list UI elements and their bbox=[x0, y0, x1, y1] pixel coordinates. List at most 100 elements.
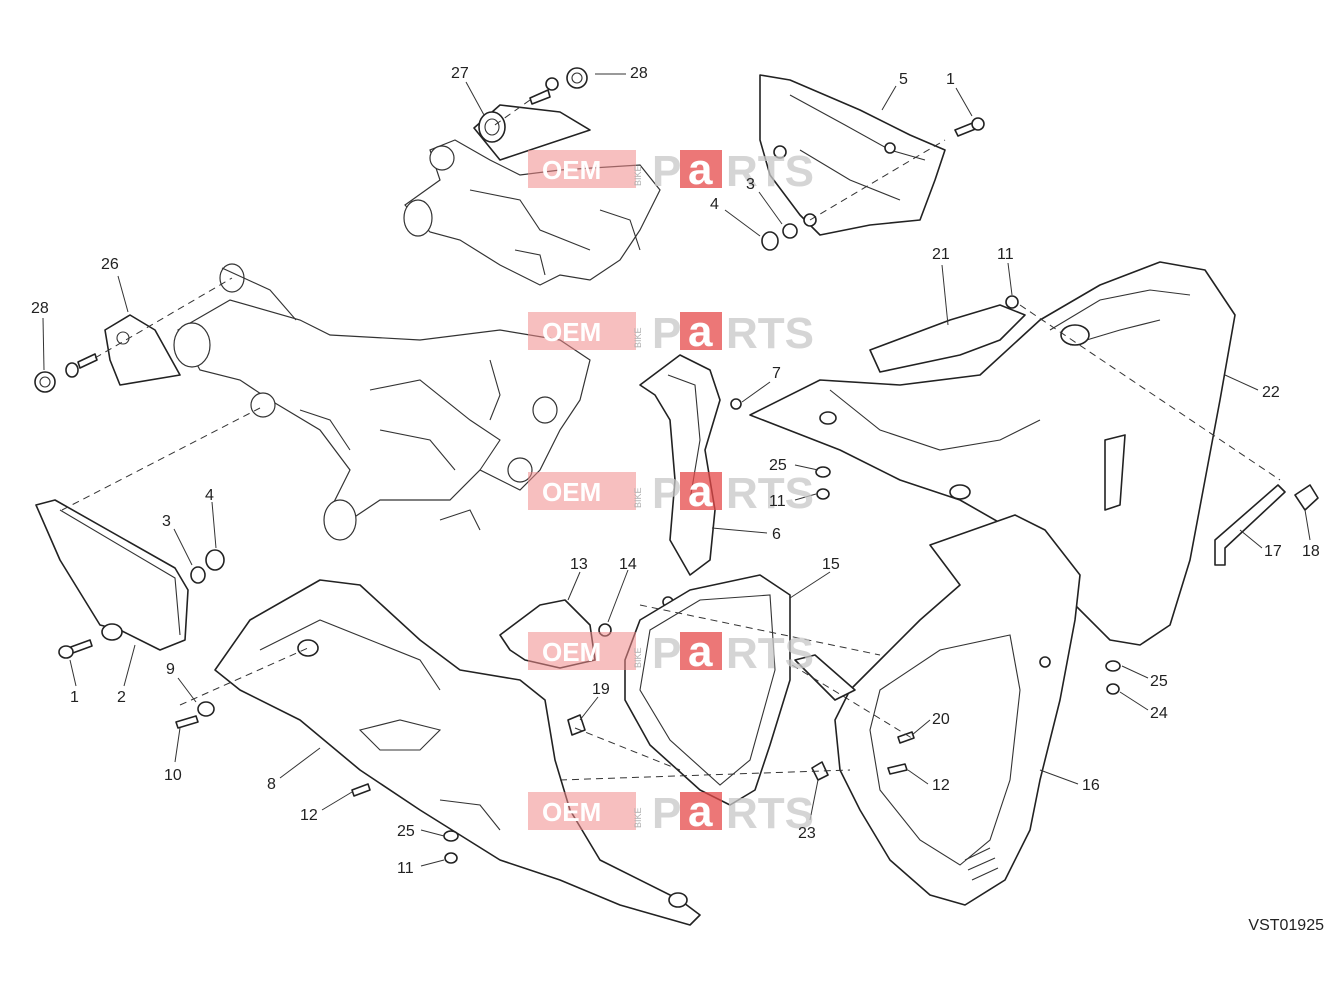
watermark-bike-text: BIKE bbox=[633, 165, 643, 186]
part-18-clip bbox=[1294, 484, 1319, 511]
watermark-a-text: a bbox=[688, 467, 713, 516]
watermark-oem-text: OEM bbox=[542, 477, 601, 507]
watermark-bike-text: BIKE bbox=[633, 647, 643, 668]
part-25-11-fastener-mid bbox=[815, 466, 831, 500]
callout-25-right: 25 bbox=[1150, 673, 1168, 690]
watermark-p-text: P bbox=[652, 147, 681, 196]
part-17-bracket bbox=[1214, 484, 1286, 566]
watermark-bike-text: BIKE bbox=[633, 487, 643, 508]
callout-1-left: 1 bbox=[70, 689, 79, 706]
leader-lines bbox=[42, 73, 1311, 867]
callout-26: 26 bbox=[101, 256, 119, 273]
callout-6: 6 bbox=[772, 526, 781, 543]
watermark-a-text: a bbox=[688, 307, 713, 356]
callout-11-bottom: 11 bbox=[397, 860, 414, 877]
callout-9: 9 bbox=[166, 661, 175, 678]
part-28-grommet-top bbox=[529, 67, 588, 105]
callout-16: 16 bbox=[1082, 777, 1100, 794]
part-23-clip bbox=[811, 761, 829, 781]
callout-1-top: 1 bbox=[946, 71, 955, 88]
part-16-side-fairing bbox=[794, 514, 1081, 906]
part-11-bolt-top bbox=[1005, 295, 1019, 309]
main-frame bbox=[173, 263, 591, 541]
part-3-4-spacers-left bbox=[190, 549, 225, 584]
part-12-bolt-right bbox=[887, 763, 908, 775]
callout-11-mid: 11 bbox=[769, 493, 786, 510]
callout-7: 7 bbox=[772, 365, 781, 382]
part-8-lower-fairing bbox=[214, 579, 701, 926]
watermark-p-text: P bbox=[652, 469, 681, 518]
callout-13: 13 bbox=[570, 556, 588, 573]
callout-22: 22 bbox=[1262, 384, 1280, 401]
part-12-bolt-left bbox=[351, 783, 371, 797]
callout-14: 14 bbox=[619, 556, 637, 573]
watermark-rts-text: RTS bbox=[726, 147, 814, 196]
part-1-bolt-top bbox=[954, 117, 985, 137]
part-9-10-fasteners bbox=[175, 701, 215, 729]
part-2-side-panel bbox=[35, 499, 189, 651]
watermark-a-text: a bbox=[688, 787, 713, 836]
watermark-a-text: a bbox=[688, 145, 713, 194]
callout-27: 27 bbox=[451, 65, 469, 82]
watermark-2: OEM BIKE P a RTS bbox=[528, 307, 814, 358]
part-5-upper-cover bbox=[759, 74, 946, 236]
watermark-p-text: P bbox=[652, 789, 681, 838]
callout-23: 23 bbox=[798, 825, 816, 842]
callout-17: 17 bbox=[1264, 543, 1282, 560]
callout-12-left: 12 bbox=[300, 807, 318, 824]
part-15-inner-panel bbox=[624, 574, 791, 806]
watermark-rts-text: RTS bbox=[726, 789, 814, 838]
watermark-oem-text: OEM bbox=[542, 155, 601, 185]
part-26-mount bbox=[104, 314, 181, 386]
watermark-oem-text: OEM bbox=[542, 317, 601, 347]
part-7-bolt bbox=[730, 398, 742, 410]
watermark-4: OEM BIKE P a RTS bbox=[528, 627, 814, 678]
part-25-24-fastener-right bbox=[1105, 660, 1121, 695]
part-1-bolt-left bbox=[58, 639, 93, 659]
watermark-p-text: P bbox=[652, 309, 681, 358]
assembly-lines bbox=[61, 99, 1281, 781]
callout-labels: 27 28 5 1 3 4 26 28 21 11 22 7 25 11 6 1… bbox=[31, 65, 1320, 877]
callout-28-top: 28 bbox=[630, 65, 648, 82]
watermark-3: OEM BIKE P a RTS bbox=[528, 467, 814, 518]
part-21-shield bbox=[869, 304, 1026, 373]
callout-28-left: 28 bbox=[31, 300, 49, 317]
callout-15: 15 bbox=[822, 556, 840, 573]
callout-20: 20 bbox=[932, 711, 950, 728]
part-22-right-fairing bbox=[749, 261, 1236, 646]
callout-2: 2 bbox=[117, 689, 126, 706]
part-19-clip bbox=[567, 714, 586, 736]
callout-24: 24 bbox=[1150, 705, 1168, 722]
callout-12-right: 12 bbox=[932, 777, 950, 794]
watermark-oem-text: OEM bbox=[542, 797, 601, 827]
callout-10: 10 bbox=[164, 767, 182, 784]
callout-19: 19 bbox=[592, 681, 610, 698]
watermark-rts-text: RTS bbox=[726, 629, 814, 678]
watermark-1: OEM BIKE P a RTS bbox=[528, 145, 814, 196]
drawing-code-label: VST01925 bbox=[1248, 917, 1324, 934]
part-28-grommet-left bbox=[34, 353, 98, 393]
callout-18: 18 bbox=[1302, 543, 1320, 560]
watermark-oem-text: OEM bbox=[542, 637, 601, 667]
watermark-bike-text: BIKE bbox=[633, 807, 643, 828]
callout-3-top: 3 bbox=[746, 176, 755, 193]
part-25-11-fastener-bottom bbox=[443, 830, 459, 864]
watermark-rts-text: RTS bbox=[726, 309, 814, 358]
callout-25-mid: 25 bbox=[769, 457, 787, 474]
callout-25-bottom: 25 bbox=[397, 823, 415, 840]
watermark-rts-text: RTS bbox=[726, 469, 814, 518]
callout-3-left: 3 bbox=[162, 513, 171, 530]
part-6-duct bbox=[639, 354, 721, 576]
callout-8: 8 bbox=[267, 776, 276, 793]
callout-5: 5 bbox=[899, 71, 908, 88]
watermark-a-text: a bbox=[688, 627, 713, 676]
watermark-bike-text: BIKE bbox=[633, 327, 643, 348]
callout-11-top: 11 bbox=[997, 246, 1014, 263]
callout-21: 21 bbox=[932, 246, 950, 263]
callout-4-left: 4 bbox=[205, 487, 214, 504]
part-3-4-spacers-top bbox=[761, 223, 798, 251]
callout-4-top: 4 bbox=[710, 196, 719, 213]
part-20-bolt bbox=[897, 731, 915, 744]
part-27-bracket bbox=[473, 104, 591, 161]
